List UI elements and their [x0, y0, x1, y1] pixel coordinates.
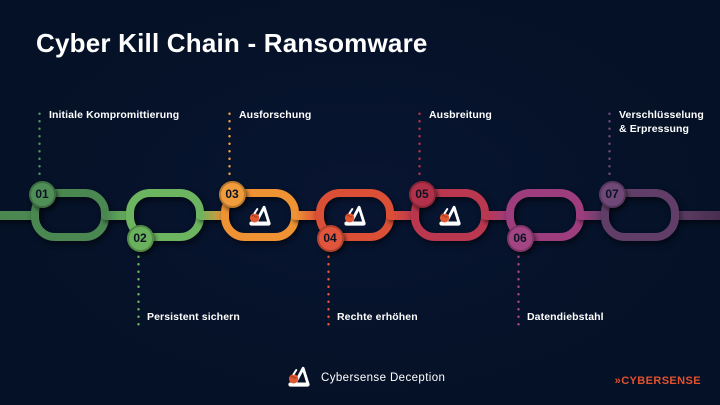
- deception-logo-icon: [286, 363, 312, 394]
- stage-label-07: Verschlüsselung & Erpressung: [619, 109, 704, 135]
- cybersense-logo-text: »CYBERSENSE: [614, 375, 701, 387]
- chain-connector: [481, 210, 514, 220]
- chain-connector: [386, 210, 419, 220]
- stage-label-05: Ausbreitung: [429, 109, 492, 121]
- dotted-connector: [608, 110, 611, 180]
- stage-label-06: Datendiebstahl: [527, 311, 604, 323]
- chain-connector-lead: [0, 210, 39, 220]
- dotted-connector: [327, 253, 330, 327]
- stage-label-04: Rechte erhöhen: [337, 311, 418, 323]
- chain-connector: [196, 210, 229, 220]
- stage-badge-02: 02: [126, 224, 154, 252]
- stage-label-03: Ausforschung: [239, 109, 312, 121]
- stage-badge-04: 04: [316, 224, 344, 252]
- stage-label-01: Initiale Kompromittierung: [49, 109, 180, 121]
- footer-brand: Cybersense Deception: [286, 363, 445, 393]
- dotted-connector: [137, 253, 140, 327]
- stage-label-02: Persistent sichern: [147, 311, 240, 323]
- footer-brand-label: Cybersense Deception: [321, 372, 446, 384]
- cybersense-logo: »CYBERSENSE: [615, 375, 701, 387]
- stage-badge-01: 01: [28, 180, 56, 208]
- chain-connector-tail: [671, 210, 720, 220]
- stage-badge-06: 06: [506, 224, 534, 252]
- dotted-connector: [517, 253, 520, 327]
- dotted-connector: [38, 110, 41, 180]
- trap-icon: [437, 202, 463, 228]
- dotted-connector: [418, 110, 421, 180]
- chain-connector: [576, 210, 609, 220]
- chain-connector: [291, 210, 324, 220]
- chain-connector: [101, 210, 134, 220]
- stage-badge-03: 03: [218, 180, 246, 208]
- trap-icon: [247, 202, 273, 228]
- trap-icon: [342, 202, 368, 228]
- dotted-connector: [228, 110, 231, 180]
- stage-badge-07: 07: [598, 180, 626, 208]
- page-title: Cyber Kill Chain - Ransomware: [36, 28, 428, 58]
- stage-badge-05: 05: [408, 180, 436, 208]
- chain-link-07: [601, 189, 679, 241]
